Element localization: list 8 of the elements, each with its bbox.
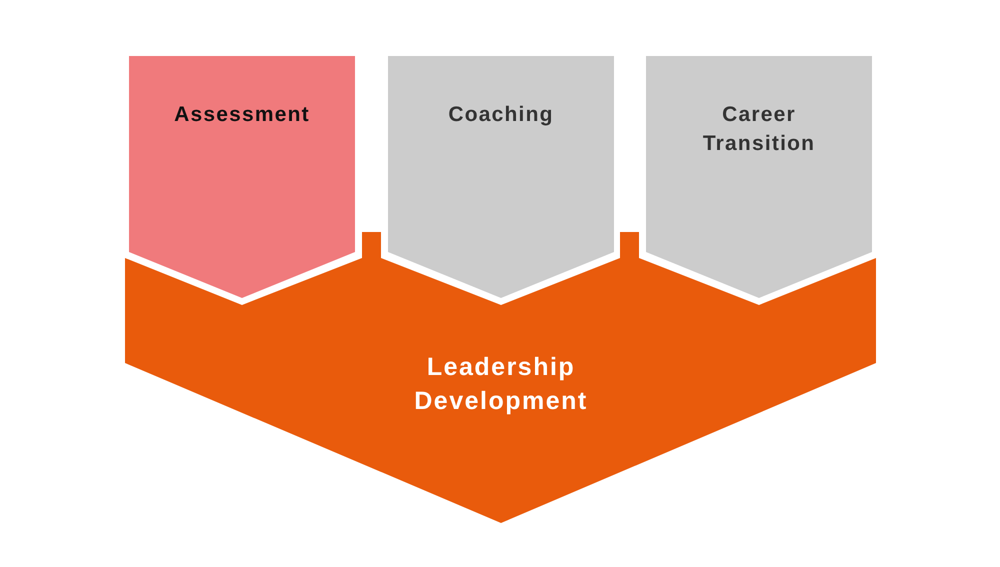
foundation-panel xyxy=(125,230,876,523)
stage-panel xyxy=(388,56,614,298)
stage-label: Career Transition xyxy=(702,102,816,157)
stage-label: Coaching xyxy=(447,102,555,128)
stage-label: Leadership Development xyxy=(413,352,589,417)
stage-label: Assessment xyxy=(173,102,311,128)
stage-panel xyxy=(129,56,355,298)
stage-panel xyxy=(646,56,872,298)
